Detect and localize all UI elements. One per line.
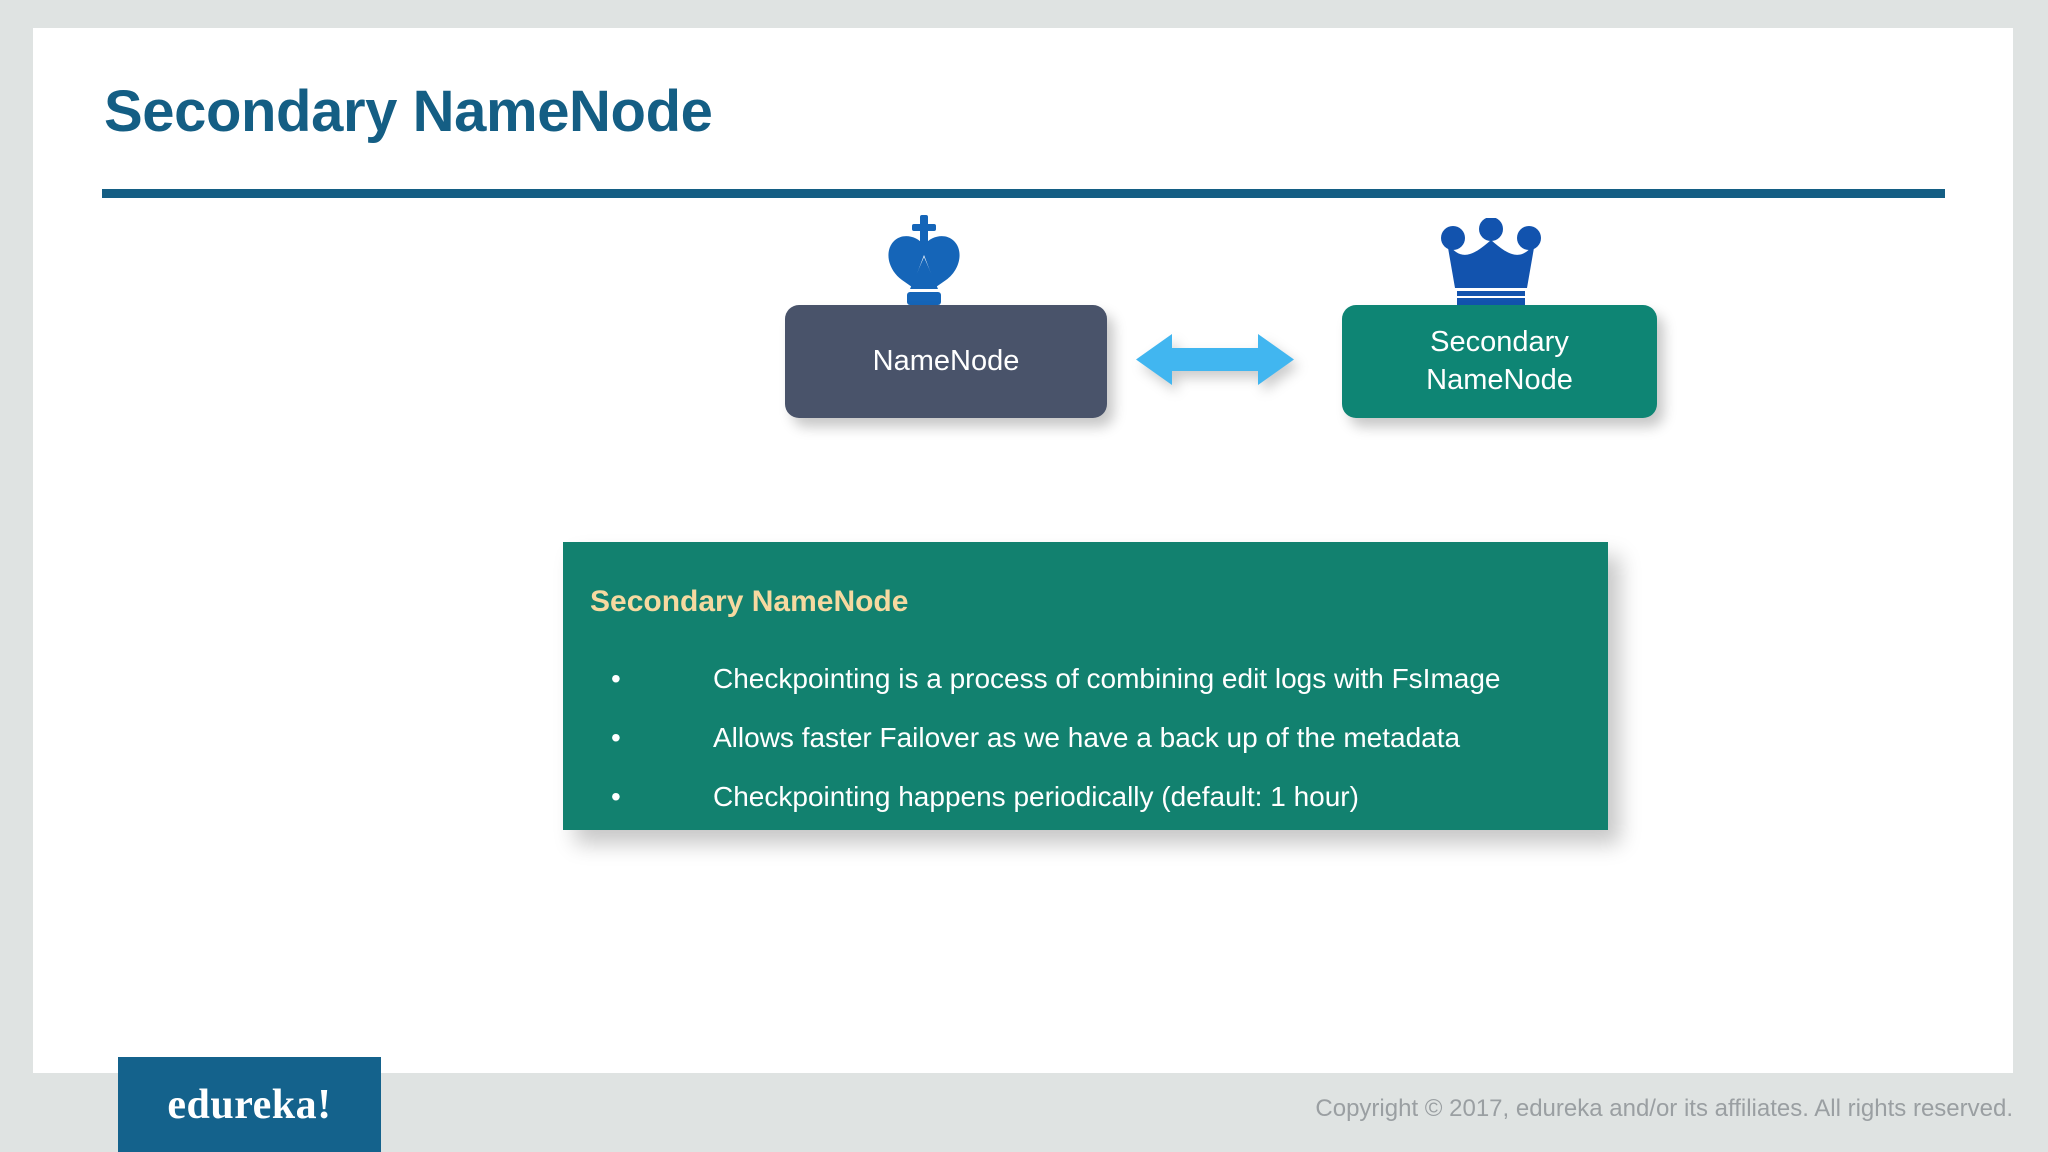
bullet-point-icon: • (611, 781, 621, 812)
content-panel: Secondary NameNode • Checkpointing is a … (563, 542, 1608, 830)
page-title: Secondary NameNode (104, 79, 713, 144)
diagram-node-namenode-label: NameNode (872, 344, 1020, 377)
chess-king-crown-icon (876, 215, 972, 307)
title-underline-rule (102, 189, 1945, 198)
secondary-namenode-label-line2: NameNode (1426, 363, 1573, 396)
diagram-node-secondary-namenode[interactable]: Secondary NameNode (1342, 305, 1657, 418)
edureka-logo-text: edureka! (167, 1081, 332, 1128)
double-headed-arrow-icon (1136, 332, 1294, 387)
secondary-namenode-label-line1: Secondary (1430, 326, 1569, 359)
diagram-node-secondary-namenode-label: Secondary NameNode (1426, 324, 1573, 398)
content-panel-heading: Secondary NameNode (590, 585, 909, 618)
bullet-point-icon: • (611, 722, 621, 753)
copyright-notice: Copyright © 2017, edureka and/or its aff… (1315, 1095, 2013, 1122)
bullet-point-icon: • (611, 663, 621, 694)
list-item-text: Checkpointing happens periodically (defa… (713, 781, 1359, 812)
list-item: • Checkpointing is a process of combinin… (563, 649, 1608, 708)
list-item: • Checkpointing happens periodically (de… (563, 767, 1608, 826)
chess-queen-crown-icon (1441, 217, 1541, 306)
list-item: • Allows faster Failover as we have a ba… (563, 708, 1608, 767)
list-item-text: Allows faster Failover as we have a back… (713, 722, 1461, 753)
bullet-list: • Checkpointing is a process of combinin… (563, 649, 1608, 826)
list-item-text: Checkpointing is a process of combining … (713, 663, 1501, 694)
diagram-node-namenode[interactable]: NameNode (785, 305, 1107, 418)
edureka-logo: edureka! (118, 1057, 381, 1152)
